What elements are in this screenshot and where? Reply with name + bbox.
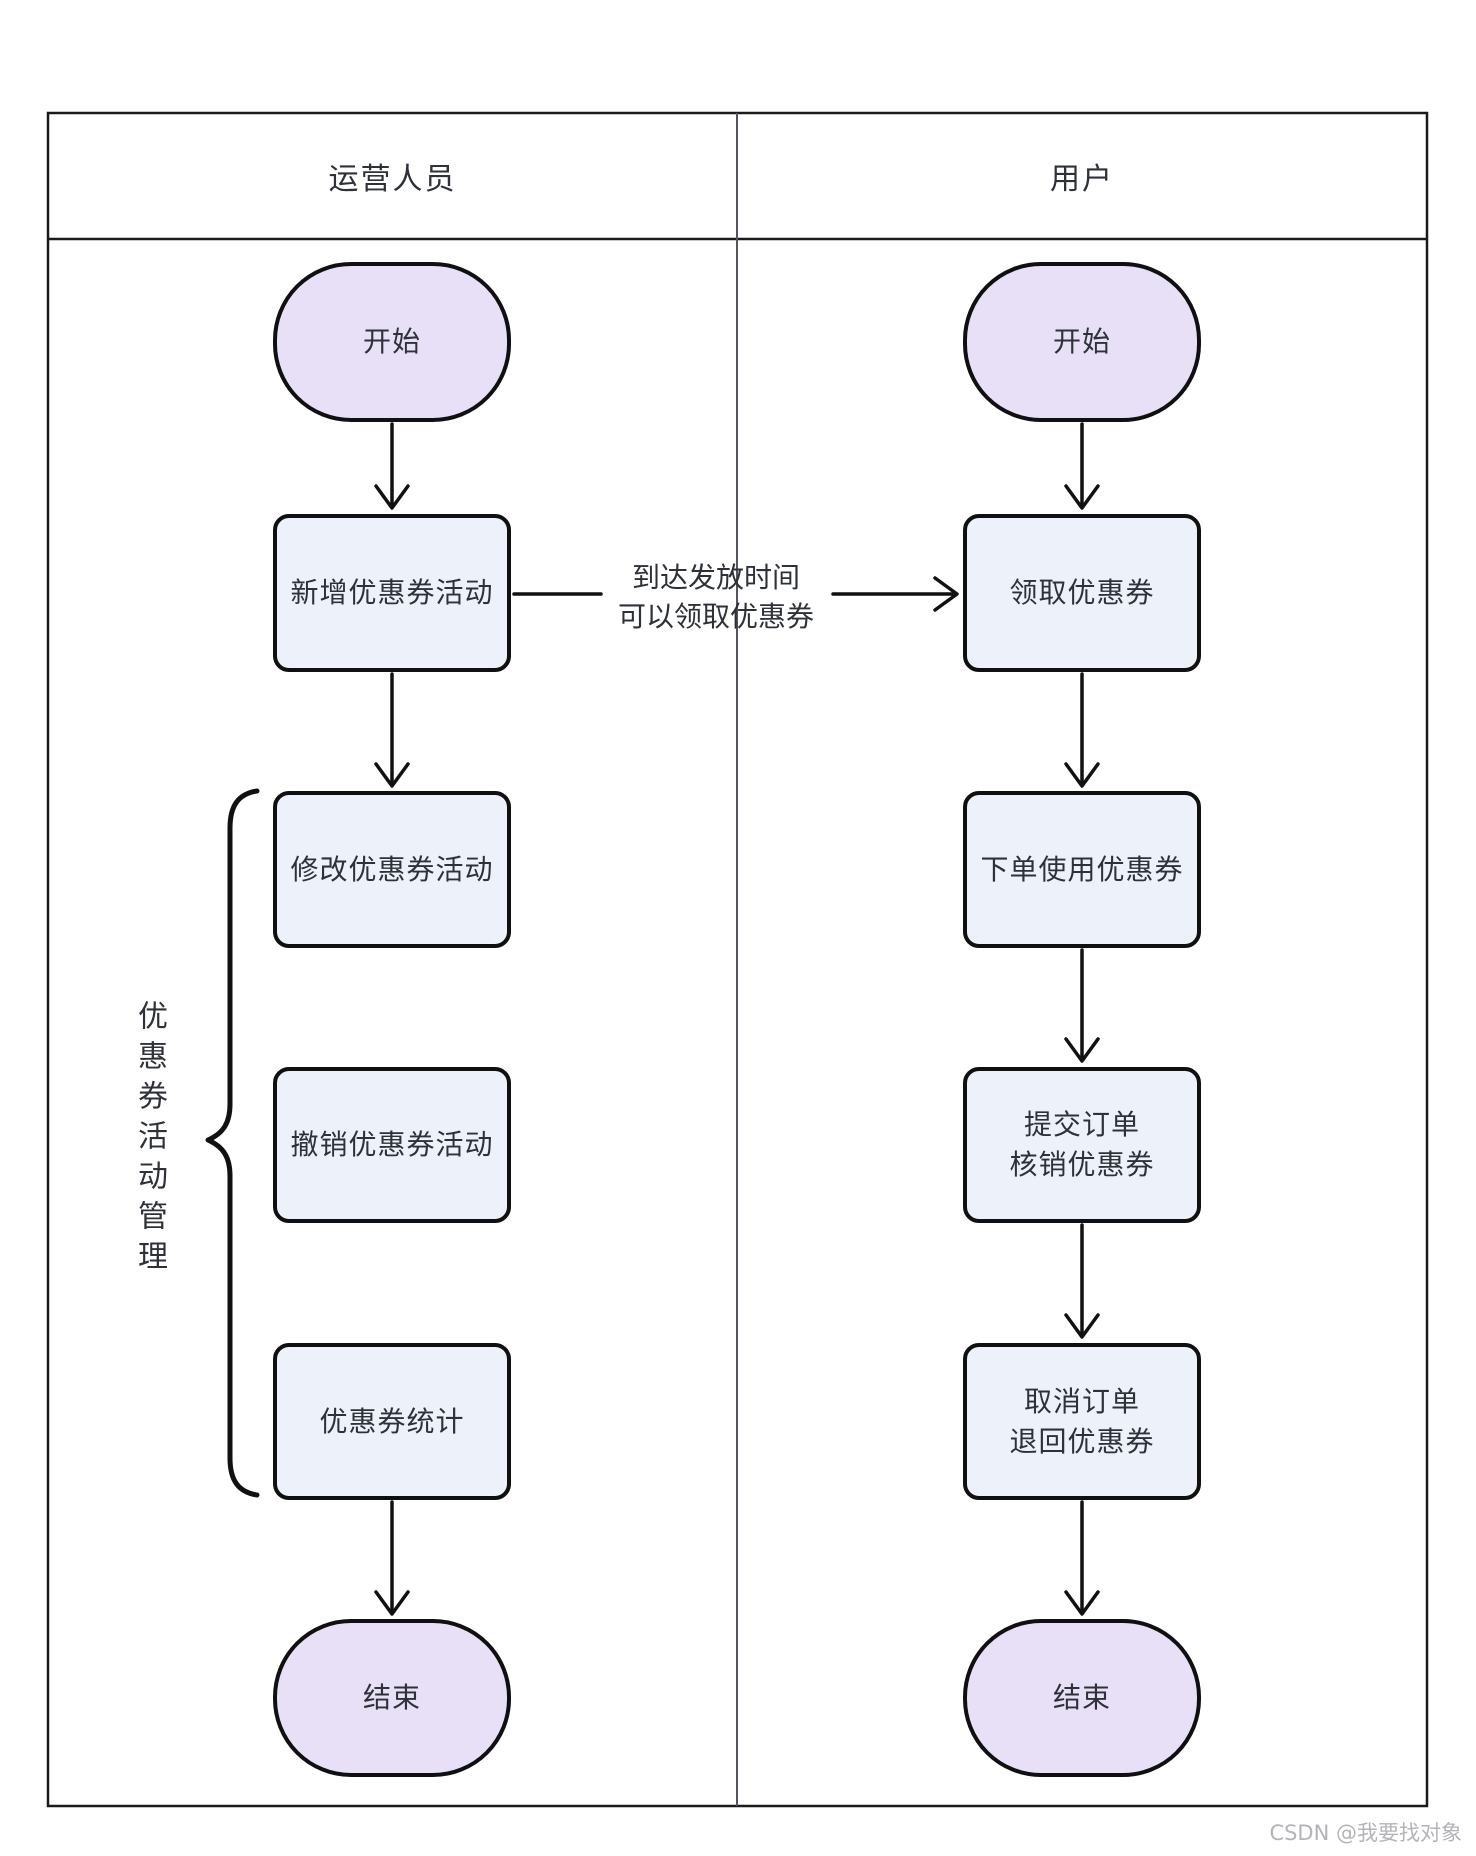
node-user-start: 开始 xyxy=(963,262,1201,422)
arrowhead-create-to-claim xyxy=(933,576,959,612)
node-user-end: 结束 xyxy=(963,1619,1201,1777)
csdn-watermark: CSDN @我要找对象 xyxy=(1269,1821,1462,1845)
node-op-modify-label: 修改优惠券活动 xyxy=(290,852,494,886)
edge-label-claim-condition: 到达发放时间 可以领取优惠券 xyxy=(617,561,814,633)
node-op-end: 结束 xyxy=(273,1619,511,1777)
node-user-order-with-coupon: 下单使用优惠券 xyxy=(963,791,1201,948)
node-user-cancel-order-return-coupon: 取消订单 退回优惠券 xyxy=(963,1343,1201,1500)
node-op-coupon-statistics: 优惠券统计 xyxy=(273,1343,511,1500)
arrowhead-user-submit-to-cancel xyxy=(1064,1313,1100,1339)
node-user-submit-order-redeem-coupon: 提交订单 核销优惠券 xyxy=(963,1067,1201,1223)
node-op-revoke-coupon-activity: 撤销优惠券活动 xyxy=(273,1067,511,1223)
lane-title-user-label: 用户 xyxy=(1050,162,1114,197)
lane-title-operations-label: 运营人员 xyxy=(328,162,457,197)
lane-title-user: 用户 xyxy=(737,113,1427,239)
node-op-create-coupon-activity: 新增优惠券活动 xyxy=(273,514,511,672)
node-user-claim-coupon: 领取优惠券 xyxy=(963,514,1201,672)
node-user-claim-label: 领取优惠券 xyxy=(1009,576,1155,609)
brace-label-coupon-activity-management: 优惠券活动管理 xyxy=(132,1000,167,1280)
group-brace xyxy=(205,788,260,1498)
arrowhead-user-cancel-to-end xyxy=(1064,1590,1100,1616)
arrowhead-user-order-to-submit xyxy=(1064,1037,1100,1063)
node-user-order-label: 下单使用优惠券 xyxy=(980,852,1184,886)
node-user-submit-label: 提交订单 核销优惠券 xyxy=(1009,1108,1155,1181)
node-op-start: 开始 xyxy=(273,262,511,422)
arrowhead-op-stats-to-end xyxy=(374,1590,410,1616)
arrowhead-user-claim-to-order xyxy=(1064,762,1100,788)
node-user-end-label: 结束 xyxy=(1052,1681,1111,1714)
node-op-end-label: 结束 xyxy=(362,1681,421,1714)
node-user-cancel-label: 取消订单 退回优惠券 xyxy=(1009,1384,1155,1458)
arrowhead-user-start-to-claim xyxy=(1064,484,1100,510)
lane-title-operations: 运营人员 xyxy=(48,113,737,239)
arrowhead-op-create-to-modify xyxy=(374,762,410,788)
node-user-start-label: 开始 xyxy=(1052,325,1111,358)
node-op-revoke-label: 撤销优惠券活动 xyxy=(290,1128,494,1161)
node-op-stats-label: 优惠券统计 xyxy=(319,1404,465,1438)
node-op-modify-coupon-activity: 修改优惠券活动 xyxy=(273,791,511,948)
node-op-start-label: 开始 xyxy=(362,325,421,358)
arrowhead-op-start-to-create xyxy=(374,484,410,510)
node-op-create-label: 新增优惠券活动 xyxy=(290,576,494,609)
